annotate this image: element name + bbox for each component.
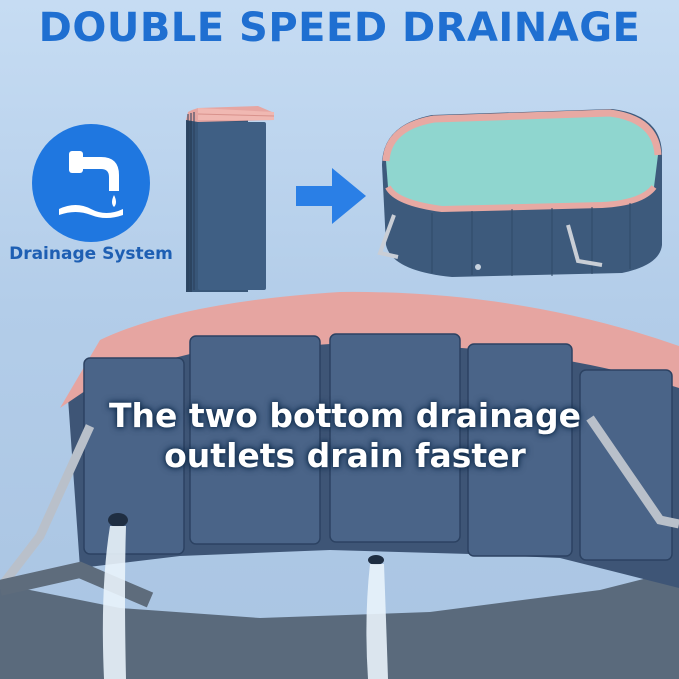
drainage-badge [32,124,150,242]
drainage-system-label: Drainage System [9,244,173,264]
assembled-pool [377,109,662,277]
caption: The two bottom drainage outlets drain fa… [60,396,630,476]
caption-line-2: outlets drain faster [164,436,526,475]
page-title: DOUBLE SPEED DRAINAGE [38,5,641,51]
folded-pool-panels [186,106,275,292]
arrow-right-icon [296,168,366,224]
caption-line-1: The two bottom drainage [109,396,581,435]
pool-closeup [0,291,679,679]
faucet-icon [59,151,123,218]
